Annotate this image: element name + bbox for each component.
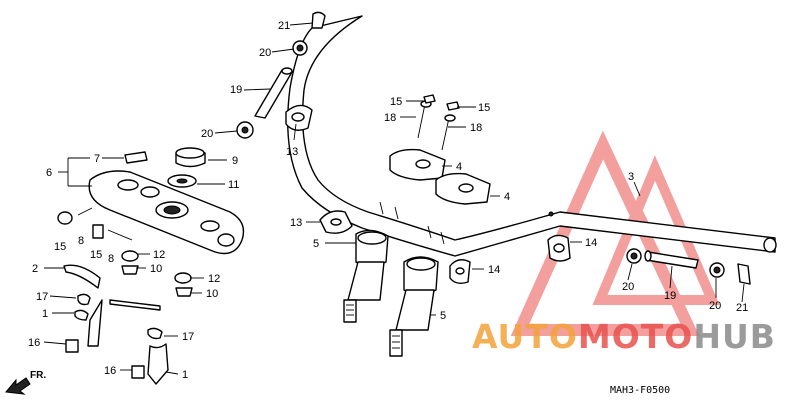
callout-15-upper-left: 15 — [390, 96, 402, 108]
riser-right — [389, 256, 439, 357]
callout-6: 6 — [46, 167, 52, 179]
callout-14-right: 14 — [585, 237, 597, 249]
watermark-moto: MOTO — [578, 317, 693, 356]
upper-holders — [389, 94, 491, 205]
callout-8-b: 8 — [108, 253, 114, 265]
callout-21-top: 21 — [278, 20, 290, 32]
callout-11: 11 — [228, 179, 239, 191]
watermark-hub: HUB — [693, 317, 776, 356]
callout-20-right-b: 20 — [709, 300, 721, 312]
leader-lines — [43, 22, 745, 375]
callout-18-right: 18 — [470, 122, 482, 134]
callout-13-upper: 13 — [286, 146, 298, 158]
callout-2: 2 — [32, 263, 38, 275]
callout-15-lower-b: 15 — [90, 249, 102, 261]
lower-clamp — [319, 210, 353, 234]
callout-1-a: 1 — [42, 308, 48, 320]
riser-left — [343, 229, 389, 323]
callout-18-left: 18 — [384, 112, 396, 124]
callout-5-right: 5 — [440, 310, 446, 322]
front-direction-label: FR. — [30, 370, 46, 381]
callout-12-b: 12 — [208, 273, 220, 285]
watermark-text: AUTOMOTOHUB — [472, 317, 776, 356]
callout-20-top: 20 — [259, 47, 271, 59]
callout-13-lower: 13 — [290, 217, 302, 229]
callout-20-right-a: 20 — [622, 281, 634, 293]
drawing-code: MAH3-F0500 — [610, 385, 670, 396]
callout-1-b: 1 — [182, 369, 188, 381]
callout-16-a: 16 — [28, 337, 40, 349]
callout-17-a: 17 — [36, 291, 48, 303]
callout-14-left: 14 — [488, 264, 500, 276]
callout-15-upper-right: 15 — [478, 102, 490, 114]
handlebar — [287, 15, 777, 257]
callout-3: 3 — [628, 171, 634, 183]
callout-19-top: 19 — [230, 84, 242, 96]
callout-4-lower: 4 — [504, 191, 510, 203]
callout-10-a: 10 — [150, 263, 162, 275]
top-bridge — [88, 170, 245, 255]
callout-15-lower-a: 15 — [54, 241, 66, 253]
front-direction-arrow: FR. — [5, 370, 46, 395]
right-pin-assembly — [547, 234, 751, 285]
callout-labels: 21 20 19 20 13 7 9 6 11 15 15 18 18 4 4 … — [28, 20, 748, 381]
upper-pin-assembly — [236, 11, 326, 139]
callout-20-mid: 20 — [201, 128, 213, 140]
cable-guides — [63, 264, 169, 385]
upper-left-small-parts — [124, 147, 206, 188]
watermark-auto: AUTO — [472, 317, 578, 356]
callout-5-left: 5 — [313, 238, 319, 250]
callout-9: 9 — [232, 155, 238, 167]
callout-19-right: 19 — [664, 290, 676, 302]
callout-16-b: 16 — [104, 365, 116, 377]
callout-17-b: 17 — [182, 331, 194, 343]
callout-4-upper: 4 — [456, 161, 462, 173]
callout-8-a: 8 — [78, 235, 84, 247]
callout-21-right: 21 — [736, 302, 748, 314]
callout-10-b: 10 — [206, 288, 218, 300]
clamp-14-left — [449, 259, 471, 285]
callout-7: 7 — [94, 153, 100, 165]
callout-12-a: 12 — [153, 249, 165, 261]
